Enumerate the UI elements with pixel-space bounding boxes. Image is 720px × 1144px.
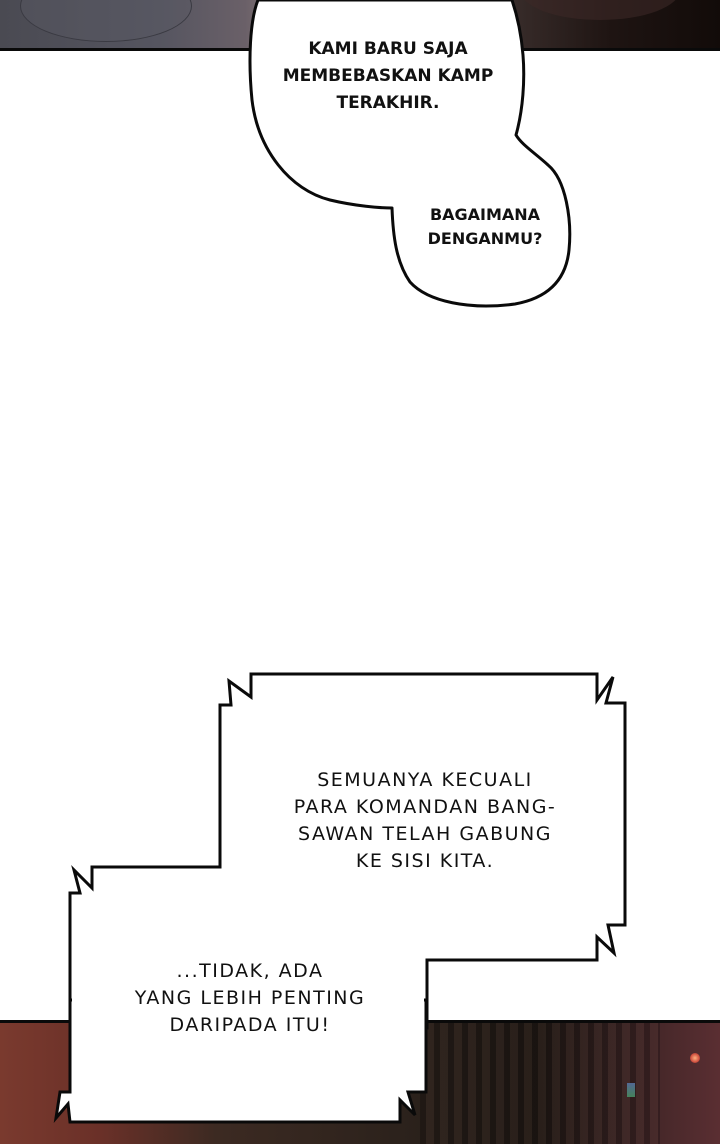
text-line: SEMUANYA KECUALI (317, 769, 533, 791)
bubble-text-sub: BAGAIMANA DENGANMU? (410, 203, 560, 251)
text-line: SAWAN TELAH GABUNG (298, 823, 552, 845)
bubble-text-main: KAMI BARU SAJA MEMBEBASKAN KAMP TERAKHIR… (262, 36, 514, 117)
text-line: MEMBEBASKAN KAMP (282, 66, 494, 86)
round-speech-bubble (248, 0, 572, 308)
text-line: KE SISI KITA. (355, 850, 495, 872)
dark-figure-shape (520, 0, 680, 20)
bubble-text-jagged-lower: ...TIDAK, ADA YANG LEBIH PENTING DARIPAD… (90, 958, 410, 1039)
building-silhouette (420, 1023, 660, 1144)
text-line: BAGAIMANA (429, 205, 541, 224)
bubble-text-jagged-upper: SEMUANYA KECUALI PARA KOMANDAN BANG- SAW… (250, 767, 600, 875)
text-line: YANG LEBIH PENTING (134, 987, 366, 1009)
text-line: ...TIDAK, ADA (176, 960, 324, 982)
text-line: DENGANMU? (427, 229, 543, 248)
bubble-fill-patch (72, 990, 424, 1090)
light-glint (627, 1083, 635, 1097)
distant-light (690, 1053, 700, 1063)
text-line: DARIPADA ITU! (169, 1014, 331, 1036)
text-line: KAMI BARU SAJA (308, 39, 468, 59)
text-line: PARA KOMANDAN BANG- (293, 796, 557, 818)
text-line: TERAKHIR. (336, 93, 440, 113)
